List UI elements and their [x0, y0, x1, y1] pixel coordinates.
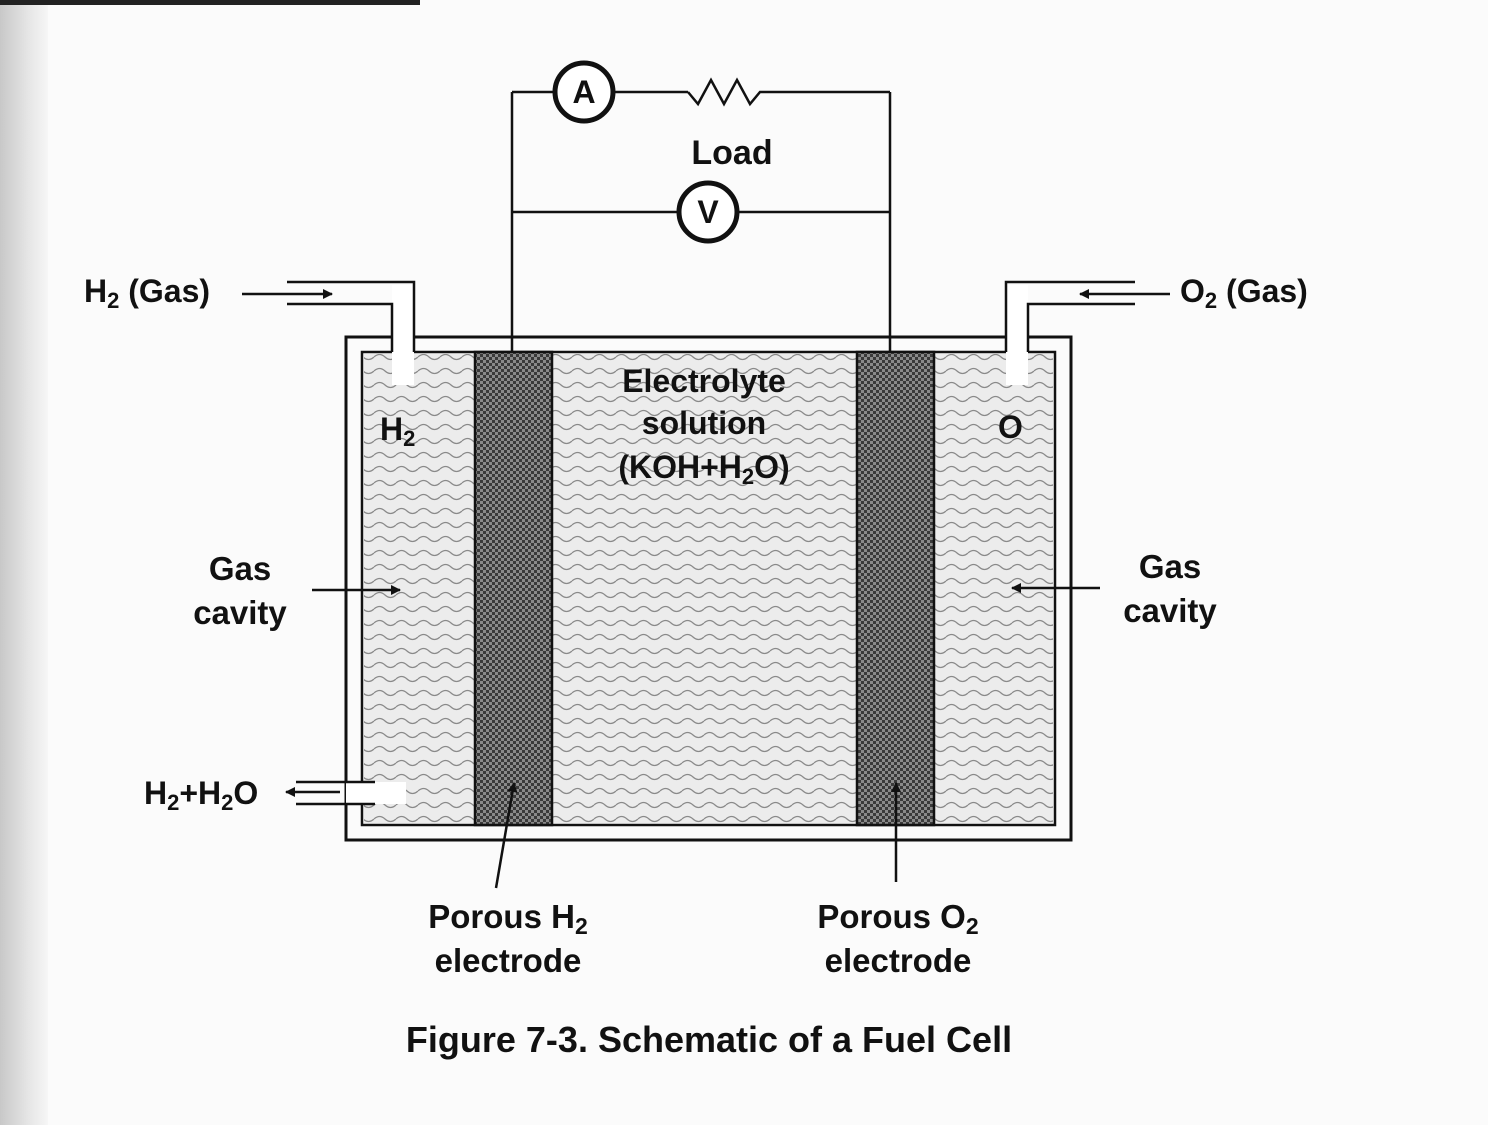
- load-resistor: [687, 77, 766, 107]
- ammeter-icon: [552, 60, 616, 124]
- gas-cavity-left-line2: cavity: [193, 594, 287, 631]
- porous-h2-electrode: [473, 350, 554, 827]
- load-label: Load: [691, 134, 772, 172]
- page-gutter-shadow: [0, 0, 48, 1125]
- o2-gas-label: O2 (Gas): [1180, 273, 1308, 313]
- outlet-pipe: [296, 780, 406, 806]
- outlet-label: H2+H2O: [144, 775, 258, 815]
- electrolyte-region: [552, 354, 857, 823]
- gas-cavity-right-line1: Gas: [1139, 548, 1201, 585]
- porous-h2-line1: Porous H2: [428, 898, 587, 939]
- porous-h2-arrow: [494, 782, 518, 889]
- o-cavity-label: O: [998, 409, 1023, 445]
- left-gas-cavity: [364, 354, 475, 823]
- h2-inlet-pipe: [287, 280, 416, 385]
- porous-h2-line2: electrode: [435, 942, 582, 979]
- h2-gas-label: H2 (Gas): [84, 273, 210, 313]
- porous-o2-electrode: [855, 350, 936, 827]
- gas-cavity-left-line1: Gas: [209, 550, 271, 587]
- electrolyte-line3: (KOH+H2O): [618, 449, 789, 489]
- external-circuit: [510, 90, 892, 352]
- ammeter-label: A: [572, 74, 595, 110]
- o2-inlet-pipe: [1004, 280, 1135, 385]
- gas-cavity-right-line2: cavity: [1123, 592, 1217, 629]
- voltmeter-icon: [676, 180, 740, 244]
- electrolyte-line1: Electrolyte: [622, 363, 786, 399]
- h2-cavity-label: H2: [380, 411, 415, 451]
- top-rule: [0, 0, 420, 5]
- porous-o2-line2: electrode: [825, 942, 972, 979]
- electrolyte-line2: solution: [642, 405, 766, 441]
- figure-caption: Figure 7-3. Schematic of a Fuel Cell: [406, 1019, 1012, 1060]
- porous-o2-line1: Porous O2: [817, 898, 978, 939]
- voltmeter-label: V: [697, 194, 719, 230]
